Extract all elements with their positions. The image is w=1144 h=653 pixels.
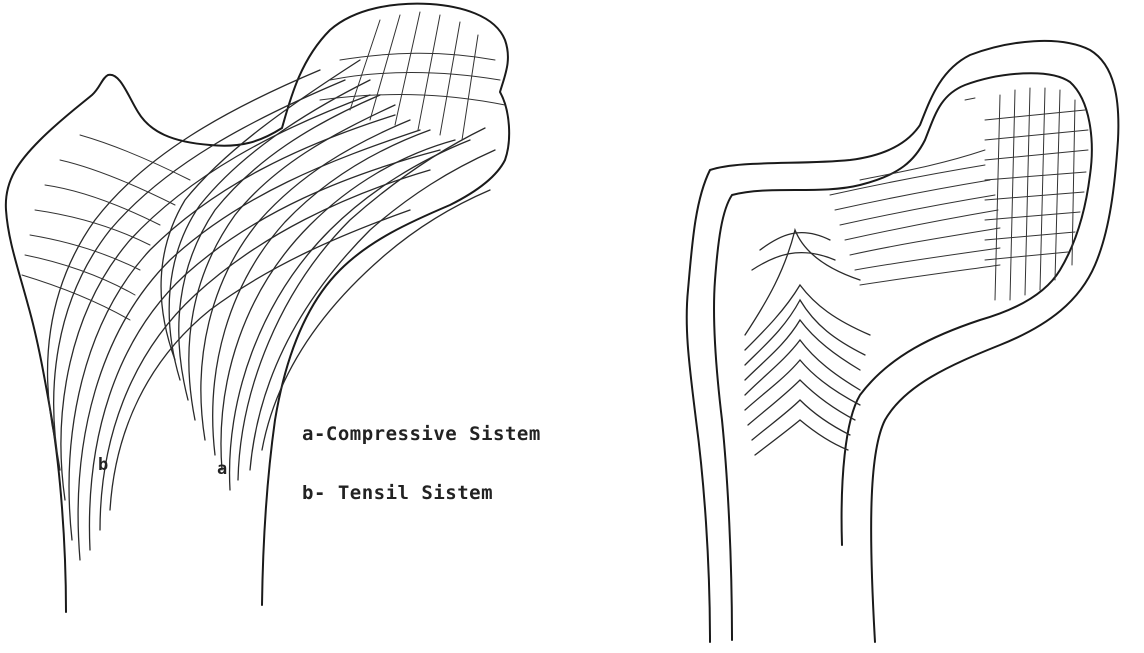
left-femur [6,4,509,612]
right-femur-outer-outline [687,41,1119,642]
femoral-head-grid [320,12,505,140]
head-cross-grid [965,88,1088,300]
chevron-trabeculae [745,230,870,455]
legend-compressive-system: a-Compressive Sistem [302,423,541,445]
marker-b: b [98,455,108,475]
marker-a: a [217,459,227,479]
right-femur-inner-outline [714,73,1092,640]
left-femur-outline [6,4,509,612]
neck-hatching [830,150,1000,285]
legend-tensile-system: b- Tensil Sistem [302,482,493,504]
right-femur [687,41,1119,642]
trochanter-hatching [22,135,190,320]
